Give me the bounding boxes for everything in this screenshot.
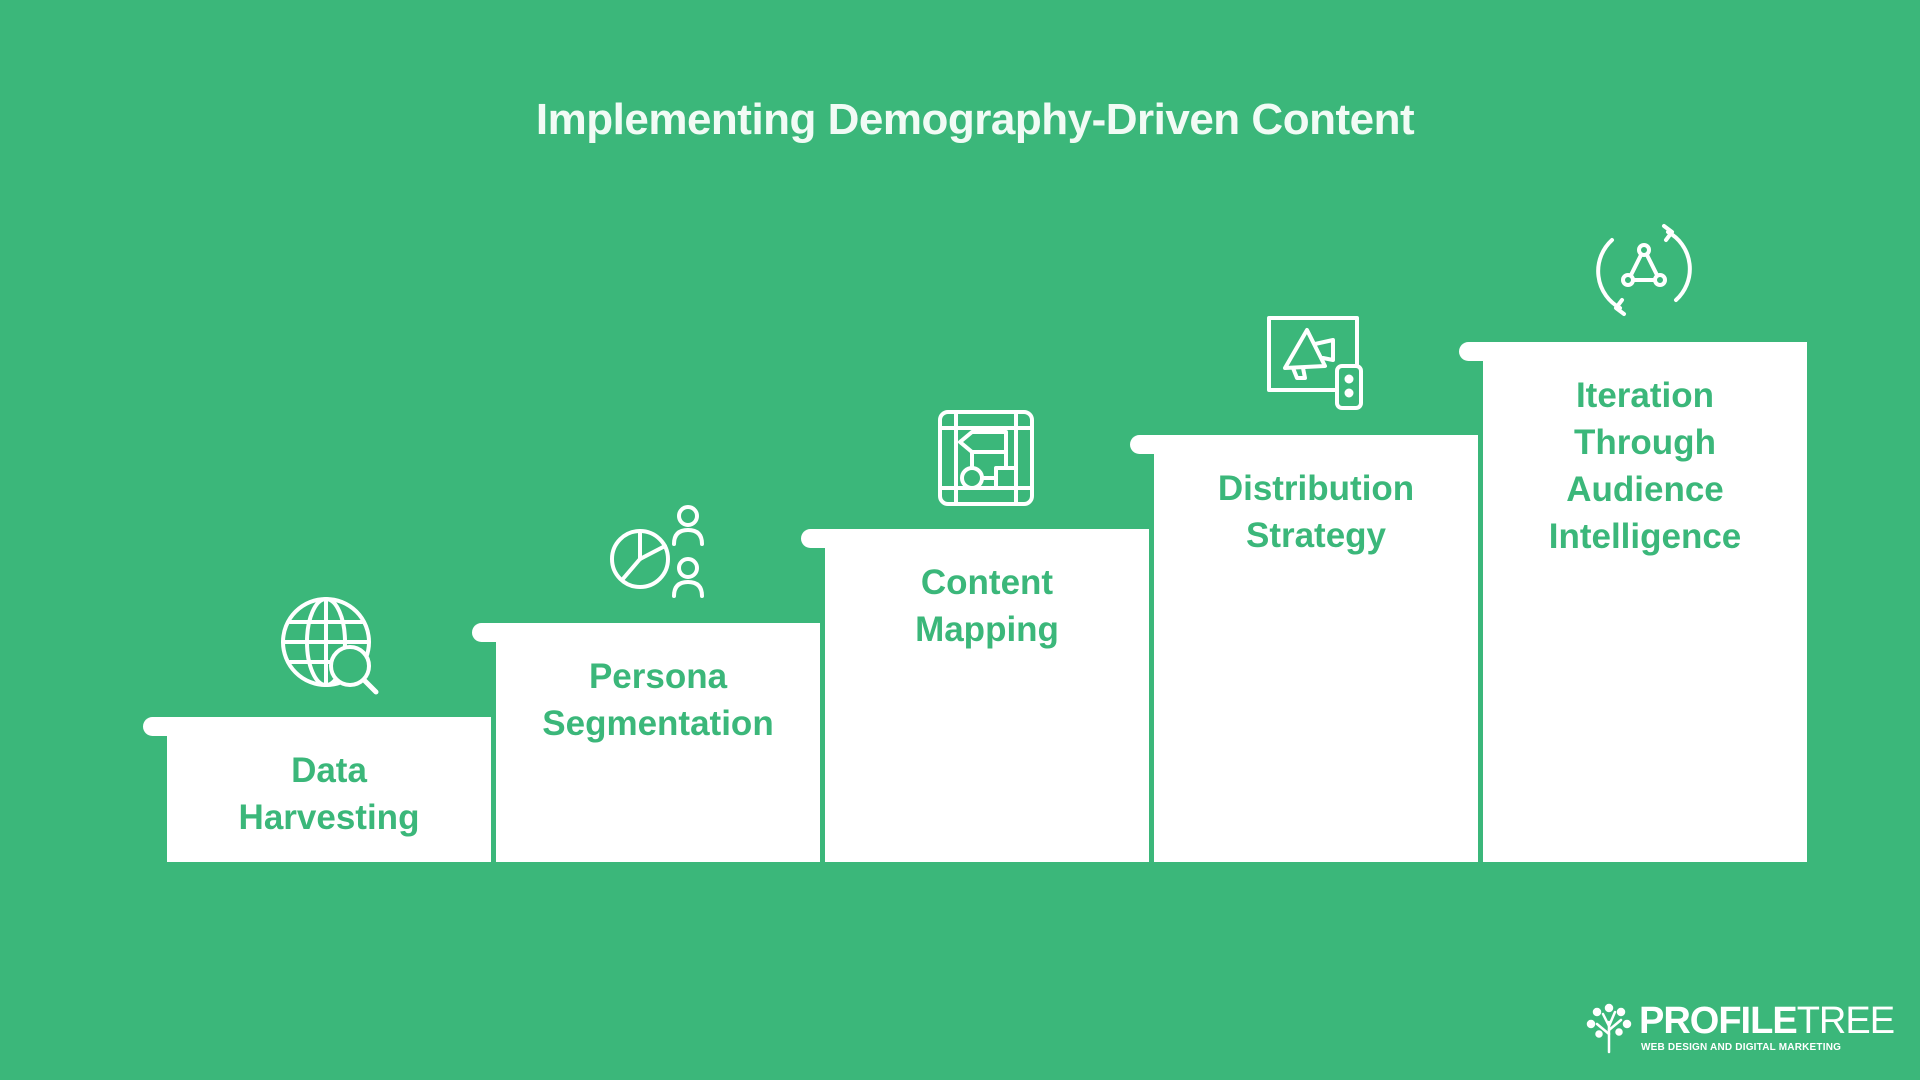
- step-label: Persona Segmentation: [542, 657, 774, 743]
- tree-logo-icon: [1586, 1003, 1632, 1054]
- step-lip: [1130, 435, 1160, 454]
- brand-tagline: WEB DESIGN AND DIGITAL MARKETING: [1641, 1042, 1842, 1053]
- step-label: Content Mapping: [915, 563, 1059, 649]
- profiletree-logo: PROFILETREE WEB DESIGN AND DIGITAL MARKE…: [1585, 1000, 1895, 1056]
- step-label: Iteration Through Audience Intelligence: [1548, 376, 1742, 556]
- step-label: Distribution Strategy: [1217, 469, 1415, 555]
- step-label: Data Harvesting: [238, 751, 420, 837]
- step-persona-segmentation: Persona Segmentation: [472, 623, 820, 862]
- step-lip: [143, 717, 173, 736]
- step-distribution-strategy: Distribution Strategy: [1130, 435, 1478, 862]
- step-lip: [801, 529, 831, 548]
- cycle-network-icon: [1596, 222, 1692, 318]
- page-title: Implementing Demography-Driven Content: [535, 95, 1415, 144]
- flowchart-map-icon: [938, 410, 1034, 506]
- pie-chart-people-icon: [610, 504, 710, 600]
- step-data-harvesting: Data Harvesting: [143, 717, 491, 862]
- step-lip: [472, 623, 502, 642]
- brand-name: PROFILETREE: [1639, 1000, 1895, 1042]
- megaphone-screen-icon: [1267, 316, 1367, 412]
- globe-search-icon: [280, 596, 380, 696]
- step-content-mapping: Content Mapping: [801, 529, 1149, 862]
- step-iteration-audience-intelligence: Iteration Through Audience Intelligence: [1459, 342, 1807, 862]
- step-lip: [1459, 342, 1489, 361]
